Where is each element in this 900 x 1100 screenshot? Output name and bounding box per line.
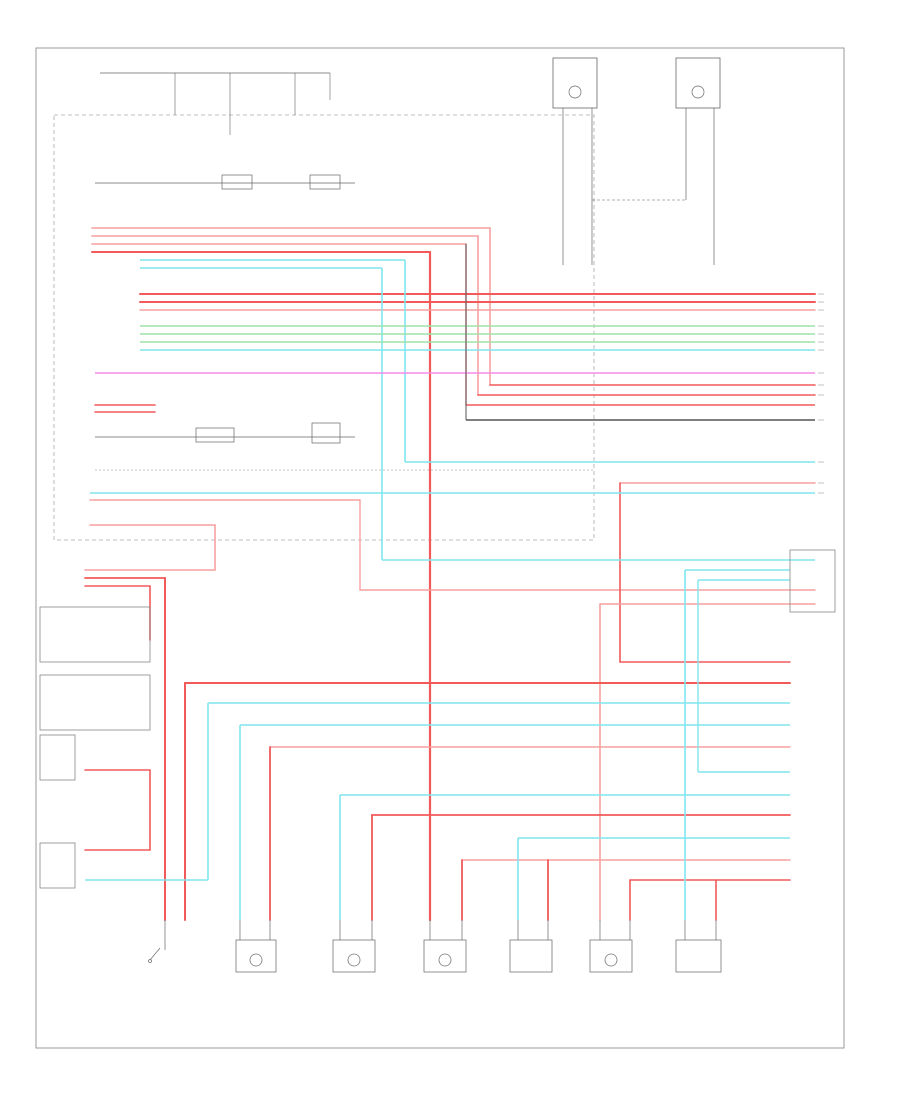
connector-icon [309,174,341,190]
terminal-ticks [818,293,824,494]
motor-icon [249,953,263,967]
connector-icon [311,422,341,444]
switch-icon [148,959,152,963]
motor-icon [423,939,467,973]
red-harness [84,227,816,922]
left-switch-box-2 [39,674,151,731]
cyan-harness [85,259,815,920]
motor-icon [589,939,633,973]
diagram-border [35,47,845,1049]
left-switch-box-4 [39,842,76,889]
motor-icon [347,953,361,967]
bottom-stubs [164,920,717,950]
motor-icon [691,85,705,99]
connector-icon [221,174,253,190]
motor-icon [675,939,722,973]
right-module-box [789,549,836,613]
connector-icon [195,427,235,443]
motor-icon [604,953,618,967]
motor-icon [438,953,452,967]
switch-icon [149,947,161,961]
right-top-module-2 [675,57,721,109]
left-switch-box-1 [39,606,151,663]
control-module-outline [53,114,595,541]
bottom-components [148,939,722,973]
right-top-module-1 [552,57,598,109]
motor-icon [235,939,277,973]
motor-icon [568,85,582,99]
misc-harness [95,244,815,471]
left-switch-box-3 [39,734,76,781]
motor-icon [509,939,553,973]
motor-icon [332,939,376,973]
